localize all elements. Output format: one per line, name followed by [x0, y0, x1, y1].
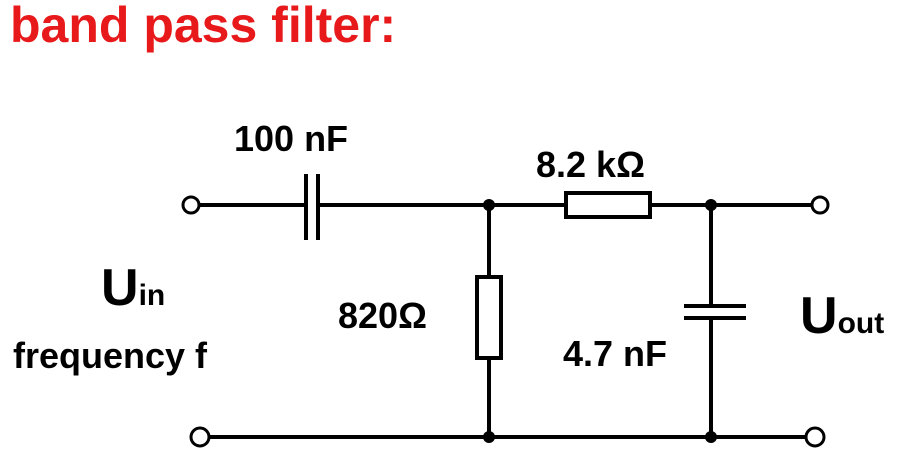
input-voltage-subscript: in — [138, 279, 166, 312]
r1-body — [564, 191, 652, 219]
junction-bottom-a — [483, 431, 495, 443]
input-voltage-label: Uin — [101, 262, 165, 314]
input-terminal-bottom — [189, 426, 211, 448]
input-voltage-symbol: U — [101, 259, 139, 317]
output-voltage-subscript: out — [837, 307, 885, 340]
c1-value-label: 100 nF — [234, 118, 349, 159]
output-voltage-label: Uout — [800, 290, 884, 342]
c2-value-label: 4.7 nF — [563, 333, 668, 374]
diagram-title: band pass filter: — [10, 0, 397, 53]
r2-value-label: 820Ω — [338, 295, 427, 336]
junction-bottom-b — [705, 431, 717, 443]
r1-value-label: 8.2 kΩ — [536, 144, 645, 185]
junction-node-a — [483, 199, 495, 211]
input-terminal-top — [181, 195, 201, 215]
input-frequency-label: frequency f — [13, 335, 208, 376]
junction-node-b — [705, 199, 717, 211]
r2-body — [475, 275, 503, 360]
output-terminal-top — [810, 195, 830, 215]
output-voltage-symbol: U — [800, 287, 838, 345]
output-terminal-bottom — [804, 426, 826, 448]
